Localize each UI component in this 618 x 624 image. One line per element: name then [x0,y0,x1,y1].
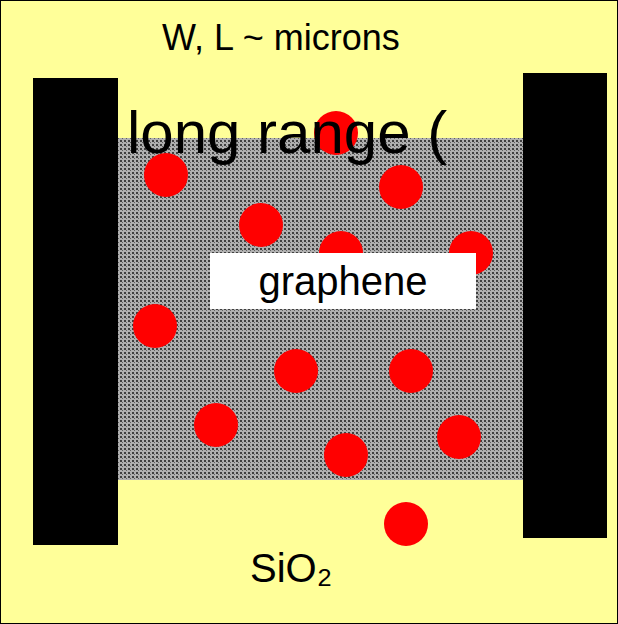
annotation-text: long range ( [127,103,447,163]
left-contact [33,78,118,545]
graphene-sheet [118,138,523,480]
impurity-dot [274,349,318,393]
impurity-dot [384,502,428,546]
label-box: graphene [210,253,476,309]
impurity-dot [389,349,433,393]
impurity-dot [379,165,423,209]
node-label: graphene [258,261,427,301]
substrate-label: SiO₂ [250,548,332,588]
right-contact [523,73,607,538]
dimension-label: W, L ~ microns [162,20,400,56]
impurity-dot [133,304,177,348]
impurity-dot [324,433,368,477]
impurity-dot [437,415,481,459]
impurity-dot [194,403,238,447]
impurity-group [133,111,493,546]
impurity-dot [239,203,283,247]
